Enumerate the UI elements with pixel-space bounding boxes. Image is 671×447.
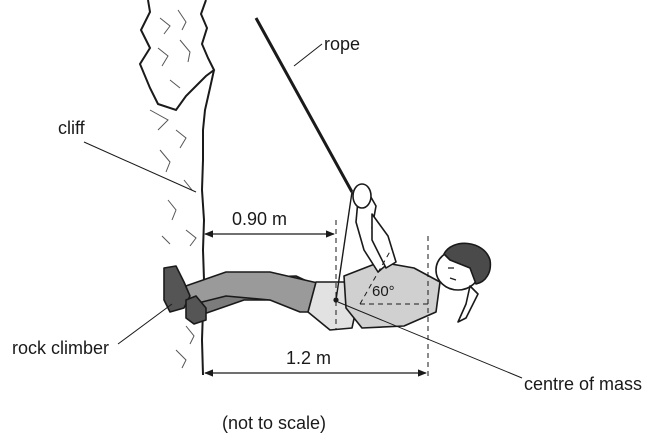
rock-climber-label: rock climber [12, 338, 109, 358]
face-features [448, 267, 457, 281]
angle-ray [359, 247, 393, 305]
cliff-texture [149, 9, 197, 369]
rope [254, 17, 354, 193]
cliff-leader [83, 141, 197, 193]
rope-label: rope [324, 34, 360, 54]
hair [457, 285, 479, 323]
rock-climber [163, 183, 492, 331]
boot-lower [185, 295, 207, 325]
centre-of-mass-leader [337, 301, 523, 379]
rock-climber-leader [117, 303, 173, 345]
rope-extension [335, 191, 353, 301]
guides [335, 191, 429, 376]
helmet [443, 242, 492, 285]
leader-lines [83, 43, 523, 379]
centre-of-mass-point [333, 297, 339, 303]
rope-leader [293, 43, 323, 67]
distance-upper-label: 0.90 m [232, 209, 287, 229]
centre-of-mass-label: centre of mass [524, 374, 642, 394]
arm-upper [371, 213, 397, 269]
hand [352, 183, 372, 209]
scale-note: (not to scale) [222, 413, 326, 433]
angle-label: 60° [372, 283, 395, 300]
cliff-label: cliff [58, 118, 86, 138]
distance-lower-label: 1.2 m [286, 348, 331, 368]
